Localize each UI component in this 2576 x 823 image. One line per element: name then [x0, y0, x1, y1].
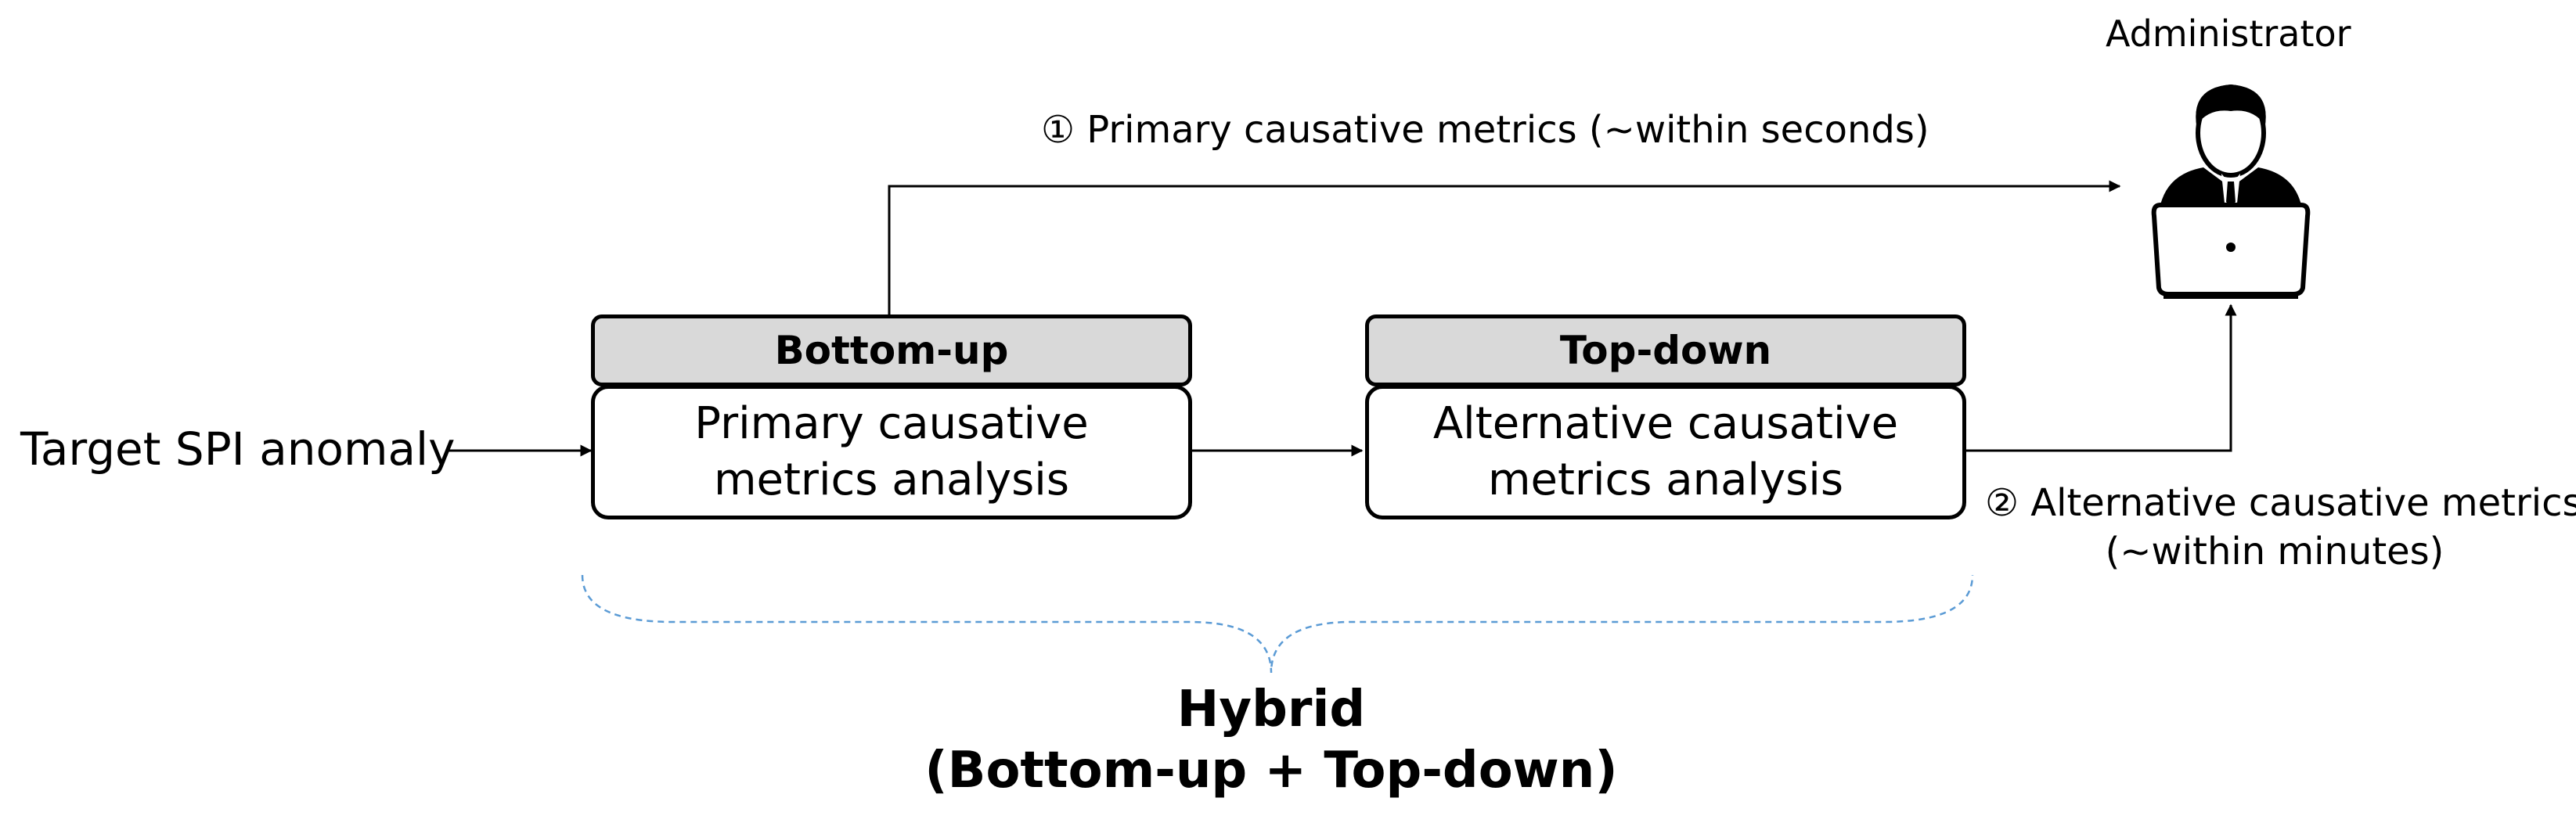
administrator-label: Administrator — [2106, 13, 2351, 55]
top-down-line2: metrics analysis — [1487, 455, 1844, 505]
laptop-icon — [2151, 203, 2311, 299]
top-down-line1: Alternative causative — [1432, 398, 1899, 449]
bottom-up-line1: Primary causative — [694, 398, 1089, 449]
primary-output-label: ① Primary causative metrics (~within sec… — [1041, 108, 1929, 152]
hybrid-title: Hybrid — [1176, 681, 1366, 739]
bottom-up-line2: metrics analysis — [713, 455, 1070, 505]
top-down-header: Top-down — [1365, 314, 1966, 386]
alternative-output-line2: (~within minutes) — [2105, 530, 2444, 573]
bottom-up-box: Primary causative metrics analysis — [591, 385, 1192, 519]
alternative-output-line1: ② Alternative causative metrics — [1985, 481, 2576, 525]
administrator-icon — [2160, 84, 2301, 208]
top-down-box: Alternative causative metrics analysis — [1365, 385, 1966, 519]
input-label: Target SPI anomaly — [20, 422, 456, 476]
alternative-output-arrow — [1962, 304, 2237, 452]
hybrid-subtitle: (Bottom-up + Top-down) — [924, 742, 1618, 800]
primary-output-arrow — [888, 180, 2121, 314]
hybrid-brace — [581, 574, 1974, 674]
bottom-up-header: Bottom-up — [591, 314, 1192, 386]
alternative-output-label: ② Alternative causative metrics (~within… — [1985, 479, 2576, 576]
